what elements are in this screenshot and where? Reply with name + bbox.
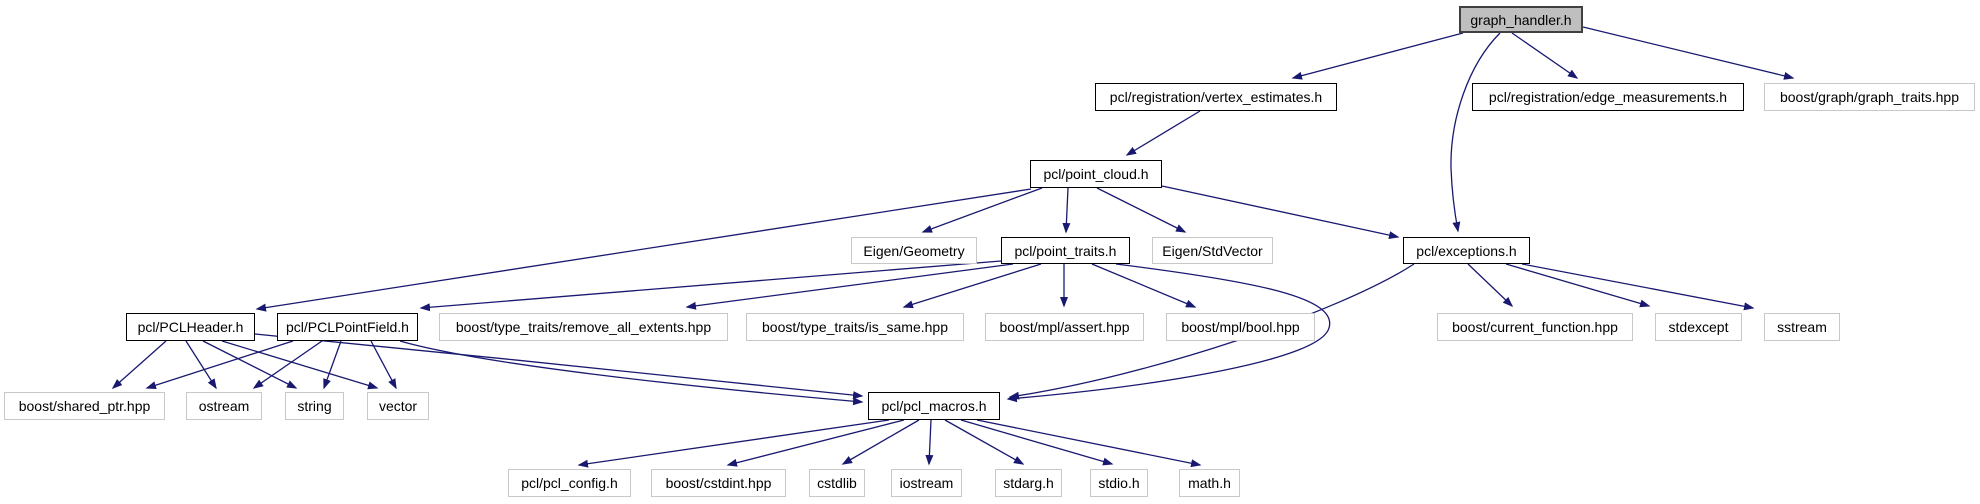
node-label-string: string	[297, 398, 332, 414]
edge-point_traits-to-remove_all_extents	[685, 263, 1014, 310]
node-label-sstream: sstream	[1777, 319, 1827, 335]
node-label-math: math.h	[1188, 475, 1231, 491]
edge-pcl_pointfield-to-string	[323, 340, 342, 390]
node-stdio: stdio.h	[1090, 469, 1148, 497]
node-cstdlib: cstdlib	[809, 469, 865, 497]
edge-pcl_header-to-shared_ptr	[111, 340, 167, 389]
edge-graph_handler-to-exceptions	[1450, 32, 1501, 233]
node-label-mpl_bool: boost/mpl/bool.hpp	[1181, 319, 1300, 335]
node-string: string	[285, 392, 344, 420]
edge-pcl_pointfield-to-vector	[370, 340, 397, 390]
edge-pcl_header-to-pcl_macros	[254, 333, 864, 400]
node-edge_measurements[interactable]: pcl/registration/edge_measurements.h	[1472, 83, 1744, 111]
edge-pcl_macros-to-cstdint	[726, 419, 905, 467]
node-label-pcl_pointfield: pcl/PCLPointField.h	[286, 319, 409, 335]
node-is_same: boost/type_traits/is_same.hpp	[746, 313, 964, 341]
node-label-mpl_assert: boost/mpl/assert.hpp	[999, 319, 1130, 335]
node-label-vector: vector	[378, 398, 418, 414]
node-label-cstdint: boost/cstdint.hpp	[665, 475, 772, 491]
node-exceptions[interactable]: pcl/exceptions.h	[1403, 237, 1530, 264]
edge-point_traits-to-mpl_bool	[1091, 263, 1197, 308]
node-graph_handler: graph_handler.h	[1459, 6, 1583, 33]
node-pcl_pointfield[interactable]: pcl/PCLPointField.h	[277, 313, 418, 341]
edge-graph_handler-to-graph_traits	[1582, 26, 1795, 80]
edge-point_cloud-to-eigen_geometry	[921, 187, 1043, 233]
edge-exceptions-to-stdexcept	[1505, 263, 1651, 308]
node-eigen_geometry: Eigen/Geometry	[851, 237, 977, 264]
node-label-current_function: boost/current_function.hpp	[1452, 319, 1618, 335]
edge-point_traits-to-pcl_pointfield	[419, 260, 1002, 312]
edge-point_cloud-to-eigen_stdvector	[1096, 187, 1187, 233]
node-shared_ptr: boost/shared_ptr.hpp	[4, 392, 165, 420]
edge-pcl_macros-to-pcl_config	[577, 419, 890, 468]
edge-point_traits-to-pcl_macros	[1006, 263, 1331, 403]
edge-pcl_header-to-vector	[221, 340, 379, 390]
node-pcl_config: pcl/pcl_config.h	[508, 469, 631, 497]
edge-pcl_pointfield-to-shared_ptr	[145, 340, 294, 390]
node-math: math.h	[1179, 469, 1240, 497]
edge-pcl_macros-to-cstdlib	[841, 419, 920, 465]
edge-pcl_macros-to-stdio	[960, 419, 1114, 466]
node-label-exceptions: pcl/exceptions.h	[1416, 242, 1517, 259]
node-label-iostream: iostream	[899, 475, 954, 491]
node-point_traits[interactable]: pcl/point_traits.h	[1001, 237, 1130, 264]
edge-exceptions-to-current_function	[1467, 263, 1514, 308]
edge-pcl_header-to-string	[202, 340, 298, 389]
node-stdarg: stdarg.h	[995, 469, 1062, 497]
node-label-pcl_header: pcl/PCLHeader.h	[137, 319, 244, 335]
node-label-edge_measurements: pcl/registration/edge_measurements.h	[1488, 89, 1728, 105]
edge-point_cloud-to-point_traits	[1062, 187, 1071, 234]
node-eigen_stdvector: Eigen/StdVector	[1152, 237, 1273, 264]
edge-exceptions-to-sstream	[1521, 263, 1755, 311]
node-label-shared_ptr: boost/shared_ptr.hpp	[18, 398, 151, 414]
node-sstream: sstream	[1764, 313, 1840, 341]
node-label-point_cloud: pcl/point_cloud.h	[1043, 166, 1149, 182]
node-label-pcl_macros: pcl/pcl_macros.h	[881, 398, 987, 414]
node-cstdint: boost/cstdint.hpp	[651, 469, 786, 497]
node-label-vertex_estimates: pcl/registration/vertex_estimates.h	[1109, 89, 1323, 105]
edge-pcl_macros-to-iostream	[925, 419, 934, 466]
node-label-point_traits: pcl/point_traits.h	[1014, 242, 1117, 259]
edge-pcl_macros-to-stdarg	[944, 419, 1025, 465]
node-label-ostream: ostream	[198, 398, 250, 414]
node-label-graph_traits: boost/graph/graph_traits.hpp	[1779, 89, 1959, 105]
node-label-pcl_config: pcl/pcl_config.h	[521, 475, 618, 491]
edge-pcl_header-to-ostream	[185, 340, 217, 390]
edge-point_cloud-to-exceptions	[1161, 185, 1400, 240]
node-pcl_macros[interactable]: pcl/pcl_macros.h	[868, 392, 1000, 420]
node-label-stdarg: stdarg.h	[1003, 475, 1054, 491]
node-ostream: ostream	[186, 392, 262, 420]
node-stdexcept: stdexcept	[1655, 313, 1742, 341]
node-label-cstdlib: cstdlib	[817, 475, 857, 491]
edge-pcl_pointfield-to-pcl_macros	[399, 340, 864, 406]
edge-graph_handler-to-vertex_estimates	[1291, 32, 1464, 80]
node-mpl_assert: boost/mpl/assert.hpp	[985, 313, 1144, 341]
node-label-graph_handler: graph_handler.h	[1470, 11, 1572, 28]
node-label-stdexcept: stdexcept	[1668, 319, 1729, 335]
node-label-eigen_geometry: Eigen/Geometry	[863, 242, 965, 259]
node-current_function: boost/current_function.hpp	[1437, 313, 1633, 341]
edge-vertex_estimates-to-point_cloud	[1125, 110, 1201, 156]
node-mpl_bool: boost/mpl/bool.hpp	[1166, 313, 1315, 341]
edge-pcl_macros-to-math	[976, 419, 1202, 468]
node-label-eigen_stdvector: Eigen/StdVector	[1162, 242, 1263, 259]
edge-graph_handler-to-edge_measurements	[1511, 32, 1579, 79]
node-pcl_header[interactable]: pcl/PCLHeader.h	[126, 313, 255, 341]
node-vector: vector	[367, 392, 429, 420]
node-label-stdio: stdio.h	[1098, 475, 1140, 491]
edge-point_traits-to-is_same	[902, 263, 1042, 309]
node-graph_traits: boost/graph/graph_traits.hpp	[1764, 83, 1975, 111]
edge-point_cloud-to-pcl_header	[255, 188, 1032, 312]
node-label-is_same: boost/type_traits/is_same.hpp	[762, 319, 948, 335]
node-iostream: iostream	[891, 469, 962, 497]
node-point_cloud[interactable]: pcl/point_cloud.h	[1030, 160, 1162, 188]
node-label-remove_all_extents: boost/type_traits/remove_all_extents.hpp	[455, 319, 712, 335]
node-remove_all_extents: boost/type_traits/remove_all_extents.hpp	[439, 313, 728, 341]
edge-pcl_pointfield-to-ostream	[252, 340, 323, 389]
node-vertex_estimates[interactable]: pcl/registration/vertex_estimates.h	[1095, 83, 1337, 111]
